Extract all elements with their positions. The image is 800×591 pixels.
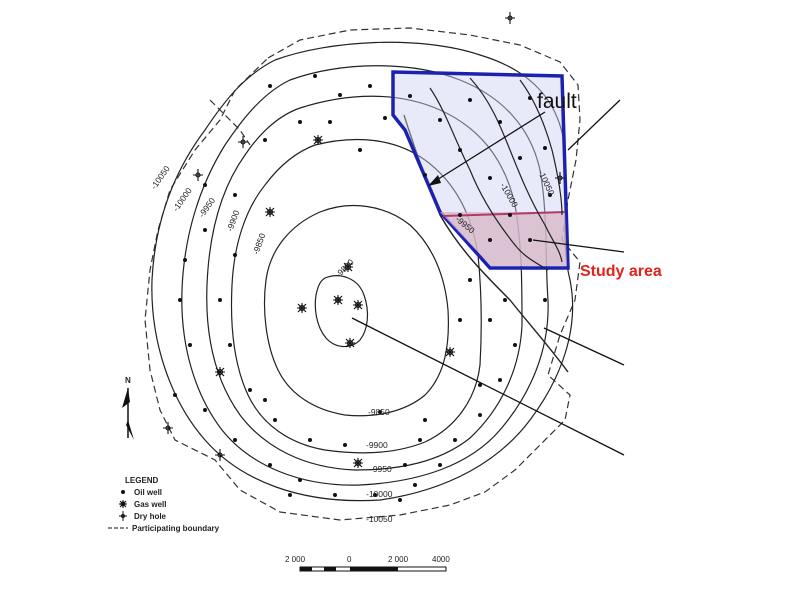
- contour-label: -9850: [368, 407, 390, 417]
- gas-wells: [215, 135, 455, 468]
- contour-9900: [230, 138, 482, 454]
- legend-title: LEGEND: [125, 476, 159, 485]
- svg-text:N: N: [125, 376, 131, 385]
- leader-line: [543, 327, 625, 366]
- contour-10000: [181, 65, 549, 486]
- contour-9800: [314, 275, 369, 348]
- contour-label: -10000: [366, 489, 393, 499]
- fault-leader-line: [567, 99, 621, 151]
- scale-bar: 2 000 0 2 000 4000: [285, 555, 450, 572]
- contour-label: -9950: [196, 195, 217, 219]
- fault-arrow-head: [428, 175, 441, 186]
- contour-label: -9900: [366, 440, 388, 450]
- legend-item: Gas well: [134, 500, 166, 509]
- legend-item: Dry hole: [134, 512, 167, 521]
- contour-label: -9950: [370, 464, 392, 474]
- legend-item: Participating boundary: [132, 524, 220, 533]
- leader-line: [351, 317, 625, 456]
- fault-arrow-line: [431, 111, 546, 184]
- dry-holes: [163, 12, 565, 461]
- svg-text:2 000: 2 000: [388, 555, 409, 564]
- contour-label: -9800: [333, 257, 356, 280]
- contour-9850: [263, 205, 449, 417]
- block-contour: [469, 77, 563, 263]
- contour-label: -10000: [170, 186, 194, 214]
- study-area-polygon: [440, 212, 567, 266]
- block-contour: [519, 79, 563, 216]
- study-area-label: Study area: [580, 263, 662, 280]
- svg-text:2 000: 2 000: [285, 555, 306, 564]
- contour-10050: [151, 41, 574, 502]
- fault-label: fault: [537, 90, 577, 113]
- study-leader-line: [532, 239, 625, 253]
- contour-9950: [206, 95, 523, 471]
- svg-text:0: 0: [347, 555, 352, 564]
- legend-item: Oil well: [134, 488, 162, 497]
- participating-boundary: [144, 27, 581, 521]
- contour-label: -10050: [366, 514, 393, 524]
- legend: LEGEND Oil well Gas well Dry hole Partic…: [108, 476, 220, 533]
- contour-label: -10050: [148, 164, 172, 192]
- svg-text:4000: 4000: [432, 555, 450, 564]
- contour-label: -9850: [250, 232, 267, 256]
- study-area-top-line: [442, 211, 566, 217]
- contour-label: -9900: [224, 209, 241, 233]
- block-contour: [429, 87, 549, 271]
- north-arrow: N: [122, 376, 134, 440]
- boundary-notch: [209, 99, 251, 146]
- oil-wells: [173, 74, 552, 502]
